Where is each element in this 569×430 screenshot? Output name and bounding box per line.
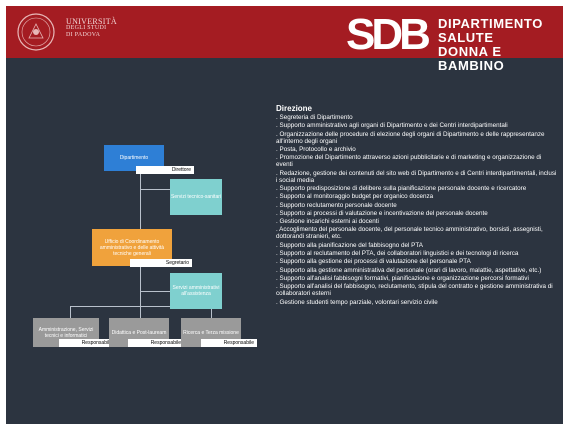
department-name-line: DONNA E BAMBINO	[438, 44, 505, 73]
university-name-line: DI PADOVA	[66, 32, 101, 38]
connector-line	[140, 271, 141, 316]
connector-line	[140, 189, 170, 190]
list-item: . Posta, Protocollo e archivio	[276, 145, 356, 153]
connector-line	[140, 291, 170, 292]
university-name-line: UNIVERSITÀ	[66, 17, 117, 26]
servizi-tecnico-sanitari-box: Servizi tecnico-sanitari	[170, 179, 222, 215]
list-item: . Segreteria di Dipartimento	[276, 114, 353, 121]
university-seal-icon	[17, 13, 55, 51]
department-name: DIPARTIMENTO SALUTE DONNA E BAMBINO	[438, 17, 563, 73]
list-item: . Supporto al monitoraggio budget per or…	[276, 193, 434, 201]
segretario-label: Segretario	[130, 259, 192, 267]
list-item: . Accoglimento del personale docente, de…	[276, 226, 543, 241]
list-item: . Supporto all'analisi del fabbisogno, r…	[276, 283, 553, 298]
connector-line	[140, 306, 141, 318]
list-item: . Supporto reclutamento personale docent…	[276, 201, 397, 209]
sdb-logo-text: SDB	[346, 10, 429, 55]
university-name-line: DEGLI STUDI	[66, 25, 107, 31]
list-item: . Organizzazione delle procedure di elez…	[276, 130, 545, 145]
department-name-line: DIPARTIMENTO SALUTE	[438, 16, 543, 45]
connector-line	[140, 166, 141, 276]
list-item: . Supporto ai processi di valutazione e …	[276, 209, 488, 217]
list-item: . Gestione incarichi esterni ai docenti	[276, 218, 379, 226]
responsabile-label: Responsabile	[201, 339, 257, 347]
direttore-label: Direttore	[136, 166, 194, 174]
responsabile-label: Responsabile	[59, 339, 115, 347]
header-bar: UNIVERSITÀ DEGLI STUDI DI PADOVA SDB DIP…	[6, 6, 563, 73]
list-item: . Supporto alla pianificazione del fabbi…	[276, 241, 423, 249]
slide-body: UNIVERSITÀ DEGLI STUDI DI PADOVA SDB DIP…	[6, 6, 563, 424]
list-item: . Promozione del Dipartimento attraverso…	[276, 154, 542, 169]
list-item: . Supporto all'analisi fabbisogni format…	[276, 274, 529, 282]
list-item: . Gestione studenti tempo parziale, volo…	[276, 298, 438, 306]
list-item: . Supporto alla gestione dei processi di…	[276, 258, 471, 266]
list-item: . Supporto al reclutamento del PTA, dei …	[276, 250, 519, 258]
list-item: . Redazione, gestione dei contenuti del …	[276, 169, 557, 184]
sdb-logo: SDB	[346, 10, 433, 55]
servizi-amministrativi-box: Servizi amministrativi all'assistenza	[170, 273, 222, 309]
connector-line	[211, 306, 212, 318]
responsabile-label: Responsabile	[128, 339, 184, 347]
list-item: . Supporto alla gestione amministrativa …	[276, 266, 542, 274]
direzione-list: . Segreteria di Dipartimento . Supporto …	[276, 114, 558, 307]
list-item: . Supporto predisposizione di delibere s…	[276, 184, 527, 192]
connector-line	[70, 306, 71, 318]
connector-line	[70, 306, 212, 307]
university-name: UNIVERSITÀ DEGLI STUDI DI PADOVA	[66, 18, 117, 39]
direzione-title: Direzione	[276, 104, 313, 113]
list-item: . Supporto amministrativo agli organi di…	[276, 122, 508, 130]
